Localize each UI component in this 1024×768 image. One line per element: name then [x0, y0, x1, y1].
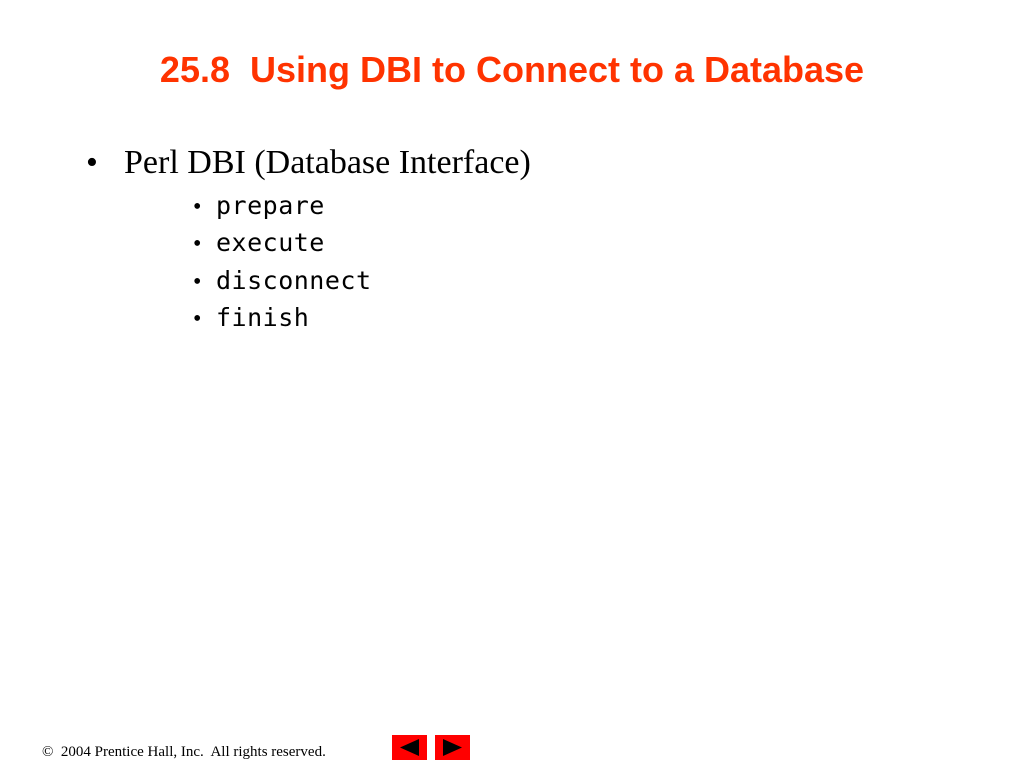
main-bullet-text: Perl DBI (Database Interface) — [124, 144, 531, 181]
previous-slide-button[interactable] — [392, 735, 427, 760]
left-triangle-icon — [392, 735, 427, 760]
bullet-dot: • — [193, 194, 202, 220]
bullet-dot: • — [193, 305, 202, 332]
next-slide-button[interactable] — [435, 735, 470, 760]
bullet-dot: • — [193, 231, 202, 258]
method-disconnect: disconnect — [216, 265, 372, 295]
list-item: • disconnect — [193, 264, 372, 301]
slide-title: 25.8 Using DBI to Connect to a Database — [159, 49, 865, 90]
bullet-dot: • — [86, 144, 98, 181]
copyright-footer: © 2004 Prentice Hall, Inc. All rights re… — [42, 744, 326, 760]
right-triangle-icon — [435, 735, 470, 760]
bullet-dot: • — [193, 268, 202, 295]
method-finish: finish — [216, 302, 310, 332]
method-execute: execute — [216, 228, 325, 258]
list-item: • finish — [193, 301, 372, 338]
list-item: • prepare — [193, 189, 372, 226]
list-item: • execute — [193, 226, 372, 263]
method-list: • prepare • execute • disconnect • finish — [193, 189, 372, 338]
method-prepare: prepare — [216, 191, 325, 220]
main-bullet: • Perl DBI (Database Interface) — [86, 142, 531, 184]
